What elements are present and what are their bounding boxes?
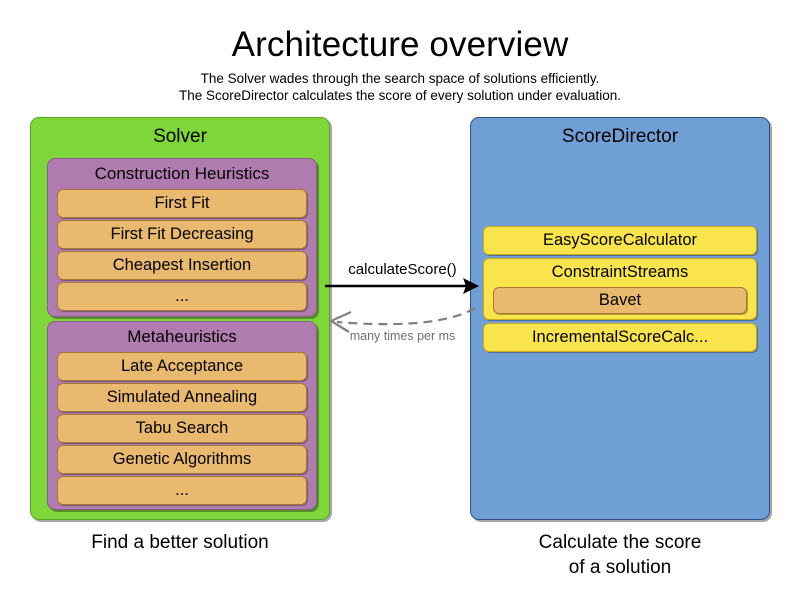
- frequency-label: many times per ms: [349, 329, 456, 343]
- list-item[interactable]: ...: [57, 282, 307, 311]
- arrow-right-solid: [325, 278, 479, 294]
- bavet-item[interactable]: Bavet: [493, 287, 747, 314]
- calculate-score-label: calculateScore(): [348, 261, 457, 278]
- construction-heuristics-title: Construction Heuristics: [94, 164, 270, 183]
- metaheuristics-title: Metaheuristics: [127, 327, 237, 346]
- list-item[interactable]: Late Acceptance: [57, 352, 307, 381]
- solver-panel-title: Solver: [153, 126, 207, 147]
- list-item[interactable]: Genetic Algorithms: [57, 445, 307, 474]
- scoredirector-panel[interactable]: ScoreDirector EasyScoreCalculator Constr…: [470, 117, 770, 520]
- heading-block: Architecture overview The Solver wades t…: [0, 24, 800, 104]
- subtitle-line-1: The Solver wades through the search spac…: [200, 71, 600, 86]
- construction-heuristics-items: First Fit First Fit Decreasing Cheapest …: [57, 189, 307, 311]
- list-item[interactable]: Simulated Annealing: [57, 383, 307, 412]
- metaheuristics-group[interactable]: Metaheuristics Late Acceptance Simulated…: [47, 321, 317, 510]
- solver-panel[interactable]: Solver Construction Heuristics First Fit…: [30, 117, 330, 520]
- list-item[interactable]: ...: [57, 476, 307, 505]
- list-item[interactable]: IncrementalScoreCalc...: [483, 323, 757, 352]
- solver-caption-line-1: Find a better solution: [91, 532, 269, 553]
- scoredirector-caption: Calculate the score of a solution: [470, 530, 770, 580]
- subtitle-line-2: The ScoreDirector calculates the score o…: [179, 88, 621, 103]
- list-item[interactable]: ConstraintStreams Bavet: [483, 258, 757, 320]
- scoredirector-items: EasyScoreCalculator ConstraintStreams Ba…: [483, 226, 757, 355]
- solver-caption: Find a better solution: [30, 530, 330, 555]
- arrow-group: calculateScore() many times per ms: [325, 260, 480, 360]
- list-item[interactable]: First Fit Decreasing: [57, 220, 307, 249]
- list-item[interactable]: Tabu Search: [57, 414, 307, 443]
- scoredirector-caption-line-1: Calculate the score: [538, 532, 702, 553]
- scoredirector-caption-line-2: of a solution: [568, 557, 672, 578]
- constraintstreams-label: ConstraintStreams: [551, 263, 689, 281]
- metaheuristics-items: Late Acceptance Simulated Annealing Tabu…: [57, 352, 307, 505]
- arrow-svg: [325, 278, 479, 333]
- scoredirector-panel-title: ScoreDirector: [561, 126, 679, 147]
- list-item[interactable]: First Fit: [57, 189, 307, 218]
- list-item[interactable]: Cheapest Insertion: [57, 251, 307, 280]
- arrow-left-dashed: [328, 307, 476, 333]
- list-item[interactable]: EasyScoreCalculator: [483, 226, 757, 255]
- construction-heuristics-group[interactable]: Construction Heuristics First Fit First …: [47, 158, 317, 317]
- page-title: Architecture overview: [231, 25, 569, 64]
